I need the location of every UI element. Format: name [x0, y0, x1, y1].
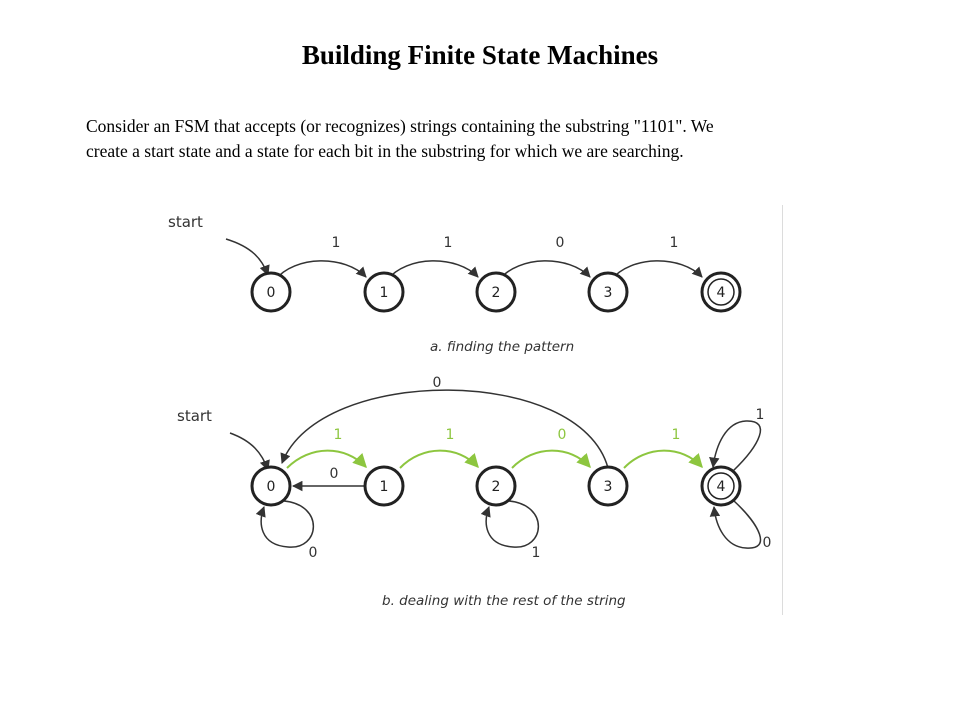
edge-label-b-3-4: 1	[672, 427, 681, 443]
state-a-0	[250, 271, 292, 313]
state-b-3	[587, 465, 629, 507]
self-loop-label-b-4-bottom: 0	[763, 535, 772, 551]
slide-title: Building Finite State Machines	[301, 40, 659, 70]
state-label-a-3: 3	[604, 285, 613, 301]
start-arrow-b	[229, 432, 270, 471]
edge-b-3-0	[280, 389, 609, 469]
edge-label-b-1-2: 1	[446, 427, 455, 443]
intro-line-1: Consider an FSM that accepts (or recogni…	[86, 116, 714, 136]
state-a-2	[475, 271, 517, 313]
self-loop-label-b-2: 1	[532, 545, 541, 561]
edge-b-0-1	[286, 449, 367, 469]
edge-label-a-1-2: 1	[444, 235, 453, 251]
self-loop-b-0	[255, 500, 314, 548]
self-loop-label-b-4-top: 1	[756, 407, 765, 423]
edge-a-2-3	[498, 260, 591, 281]
edge-b-2-3	[511, 449, 591, 469]
diagram-a: start 1 1 0 1 0 1 2 3 4 a. finding the p…	[168, 213, 742, 355]
state-label-b-2: 2	[492, 479, 501, 495]
edge-label-a-3-4: 1	[670, 235, 679, 251]
edge-label-a-2-3: 0	[556, 235, 565, 251]
state-a-3	[587, 271, 629, 313]
state-b-0	[250, 465, 292, 507]
state-label-b-1: 1	[380, 479, 389, 495]
edge-a-3-4	[610, 260, 703, 281]
state-label-a-2: 2	[492, 285, 501, 301]
self-loop-b-2	[480, 500, 539, 548]
start-label-b: start	[177, 407, 212, 425]
state-b-1	[363, 465, 405, 507]
edge-label-b-1-0: 0	[330, 466, 339, 482]
self-loop-b-4-top	[709, 420, 762, 472]
state-label-b-3: 3	[604, 479, 613, 495]
state-label-b-0: 0	[267, 479, 276, 495]
state-a-1	[363, 271, 405, 313]
edge-a-1-2	[386, 260, 479, 281]
intro-line-2: create a start state and a state for eac…	[86, 141, 684, 161]
state-label-a-4: 4	[717, 285, 726, 301]
edge-label-a-0-1: 1	[332, 235, 341, 251]
edge-a-0-1	[274, 260, 367, 281]
self-loop-b-4-bottom	[709, 500, 762, 549]
state-label-a-1: 1	[380, 285, 389, 301]
fsm-figure: start 1 1 0 1 0 1 2 3 4 a. finding the p…	[160, 205, 783, 615]
self-loop-label-b-0: 0	[309, 545, 318, 561]
diagram-b: start 0 0 1 1 0 1 0 1 1 0 0	[177, 375, 771, 609]
start-label-a: start	[168, 213, 203, 231]
edge-label-b-3-0: 0	[433, 375, 442, 391]
edge-label-b-2-3: 0	[558, 427, 567, 443]
edge-b-1-2	[399, 449, 479, 469]
state-b-2	[475, 465, 517, 507]
state-b-4-accept-ring	[707, 472, 735, 500]
state-label-b-4: 4	[717, 479, 726, 495]
state-label-a-0: 0	[267, 285, 276, 301]
fsm-diagram: start 1 1 0 1 0 1 2 3 4 a. finding the p…	[168, 213, 771, 609]
intro-paragraph: Consider an FSM that accepts (or recogni…	[86, 114, 886, 164]
edge-label-b-0-1: 1	[334, 427, 343, 443]
state-a-4-accept-ring	[707, 278, 735, 306]
start-arrow-a	[225, 238, 270, 276]
caption-b: b. dealing with the rest of the string	[382, 593, 626, 609]
caption-a: a. finding the pattern	[430, 339, 574, 355]
edge-b-3-4	[623, 449, 703, 469]
